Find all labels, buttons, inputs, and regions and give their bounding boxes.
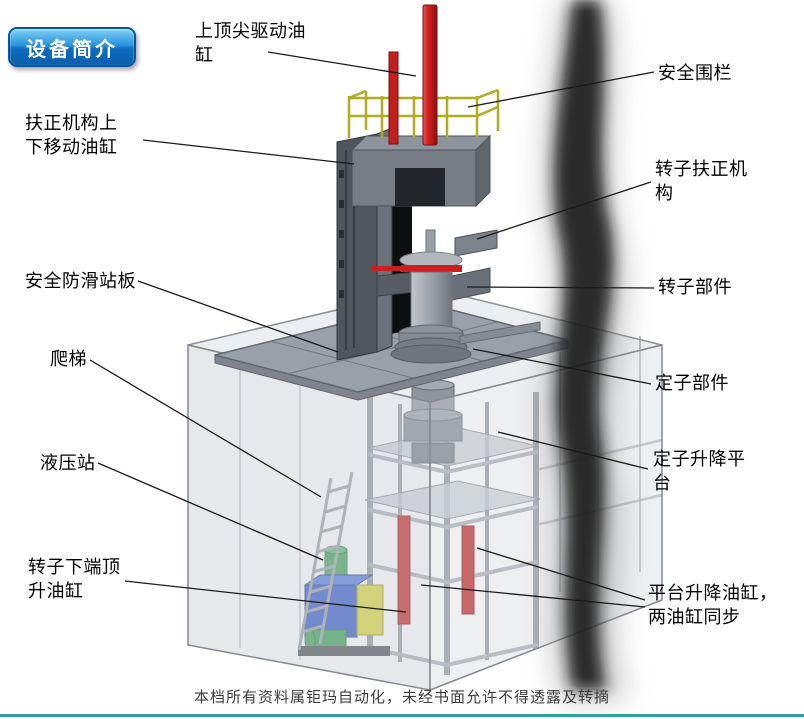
label-stator-lift-platform: 定子升降平 台 bbox=[653, 449, 746, 493]
leader-safety-fence bbox=[467, 71, 655, 108]
label-top-cylinder: 上顶尖驱动油 缸 bbox=[195, 21, 306, 65]
leader-platform-cylinder-b bbox=[420, 584, 646, 608]
leader-rotor-part bbox=[466, 286, 655, 289]
leader-top-cylinder bbox=[267, 51, 417, 77]
stator-stack bbox=[403, 379, 463, 464]
bottom-accent-line bbox=[0, 714, 804, 717]
label-centering-cylinder: 扶正机构上 下移动油缸 bbox=[25, 113, 118, 157]
leader-hydraulic bbox=[97, 462, 324, 561]
leader-stator-platform bbox=[497, 431, 649, 470]
platform-lift-cylinder-left bbox=[397, 515, 411, 625]
label-rotor-bottom-cylinder: 转子下端顶 升油缸 bbox=[28, 557, 121, 601]
label-platform-lift-cylinders: 平台升降油缸， 两油缸同步 bbox=[648, 583, 778, 627]
top-drive-cylinder-rod bbox=[388, 51, 399, 145]
label-rotor-centering: 转子扶正机 构 bbox=[655, 159, 748, 203]
label-rotor-part: 转子部件 bbox=[658, 277, 732, 297]
leader-centering-cylinder bbox=[142, 139, 355, 165]
ladder bbox=[297, 471, 354, 651]
rotor-centering-mechanism bbox=[372, 229, 498, 301]
label-anti-slip-board: 安全防滑站板 bbox=[25, 271, 136, 291]
rotor-assembly bbox=[390, 229, 541, 364]
watermark-text: 本档所有资料属钜玛自动化，未经书面允许不得透露及转摘 bbox=[193, 689, 610, 706]
leader-platform-cylinder-a bbox=[476, 547, 646, 601]
label-stator-part: 定子部件 bbox=[655, 373, 729, 393]
leader-stator-part bbox=[472, 348, 652, 385]
head-box bbox=[350, 134, 492, 208]
top-drive-cylinder bbox=[422, 4, 438, 146]
title-badge: 设备简介 bbox=[8, 27, 136, 67]
leader-anti-slip bbox=[137, 280, 339, 353]
mid-deck bbox=[364, 480, 541, 520]
leader-ladder bbox=[89, 359, 322, 498]
platform-lift-cylinder-right bbox=[461, 525, 475, 615]
label-hydraulic-station: 液压站 bbox=[40, 453, 96, 473]
safety-railing bbox=[347, 88, 500, 138]
leader-lines bbox=[89, 51, 655, 613]
label-safety-fence: 安全围栏 bbox=[658, 63, 732, 83]
label-ladder: 爬梯 bbox=[50, 349, 87, 369]
leader-rotor-centering bbox=[476, 181, 652, 240]
leader-rotor-bottom-cylinder bbox=[124, 580, 407, 613]
smoke-shadow bbox=[542, 0, 628, 700]
